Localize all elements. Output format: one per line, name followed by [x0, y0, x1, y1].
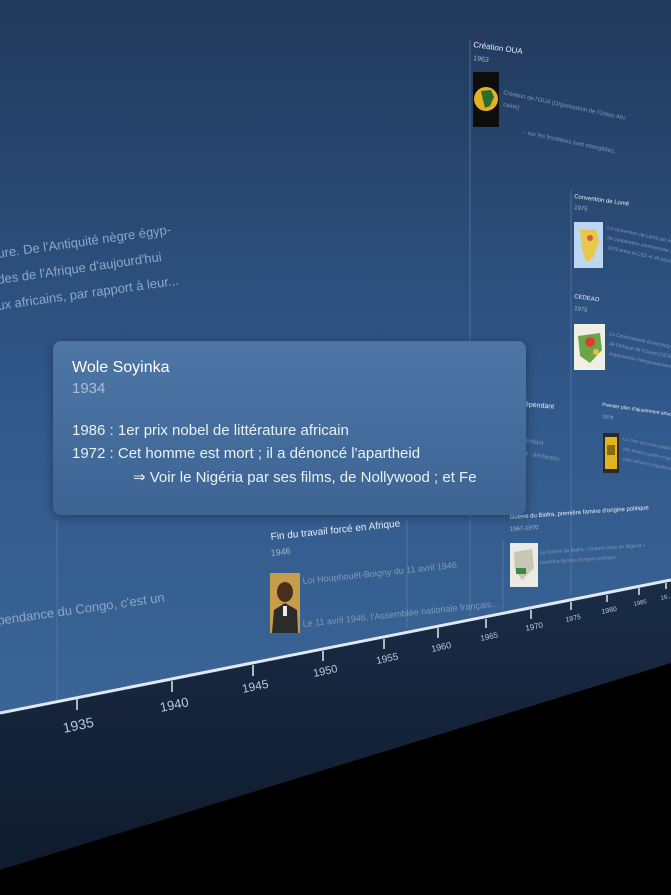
biafra-map-icon — [510, 543, 538, 587]
event-oua-year: 1963 — [473, 55, 490, 64]
year-label-1935: 1935 — [61, 714, 95, 736]
axis-year-labels: 1935 1940 1945 1950 1955 1960 1965 1970 … — [61, 594, 671, 736]
timeline-axis — [0, 578, 671, 715]
event-biafra-year: 1967-1970 — [510, 525, 540, 533]
event-ajustement-year: 1979 — [602, 414, 614, 422]
event-independance-desc-1: ...endant — [520, 437, 544, 447]
event-travail-year: 1946 — [270, 546, 291, 558]
popup-fact-nobel: 1986 : 1er prix nobel de littérature afr… — [72, 422, 349, 439]
popup-fact-apartheid: 1972 : Cet homme est mort ; il a dénoncé… — [72, 445, 421, 462]
year-label-1955: 1955 — [375, 651, 399, 666]
popup-birth-year: 1934 — [72, 380, 106, 397]
year-label-1945: 1945 — [241, 677, 270, 696]
year-label-1970: 1970 — [525, 620, 545, 633]
book-cover-icon — [603, 433, 619, 473]
event-biafra-desc-2: première famine d'origine politique — [540, 555, 617, 566]
africa-map-icon — [574, 222, 603, 268]
event-lome-year: 1975 — [574, 205, 589, 213]
event-biafra[interactable]: Guerre du Biafra, première famine d'orig… — [510, 505, 650, 587]
event-detail-popup[interactable]: Wole Soyinka 1934 1986 : 1er prix nobel … — [53, 341, 526, 515]
cedeao-map-icon — [574, 324, 605, 370]
guide-lines — [56, 40, 572, 700]
event-cedeao-title: CEDEAO — [574, 294, 600, 304]
year-label-1940: 1940 — [159, 694, 190, 715]
event-cedeao-year: 1975 — [574, 306, 589, 314]
popup-person-name: Wole Soyinka — [72, 359, 170, 376]
axis-ticks — [76, 583, 667, 710]
portrait-photo-icon — [270, 573, 300, 633]
timeline-floor — [0, 580, 671, 870]
year-label-1975: 1975 — [565, 614, 582, 624]
popup-link-nigeria[interactable]: ⇒ Voir le Nigéria par ses films, de Noll… — [133, 469, 477, 486]
event-independance-title: ...on indépendant — [500, 399, 555, 411]
year-label-19xx: 19.. — [660, 594, 671, 602]
year-label-1960: 1960 — [430, 640, 452, 654]
year-label-1980: 1980 — [601, 606, 618, 616]
year-label-1985: 1985 — [633, 599, 648, 608]
event-oua-desc-2: caine) — [503, 102, 520, 111]
oua-logo-icon — [473, 72, 499, 127]
year-label-1965: 1965 — [480, 630, 500, 643]
year-label-1950: 1950 — [312, 663, 338, 680]
